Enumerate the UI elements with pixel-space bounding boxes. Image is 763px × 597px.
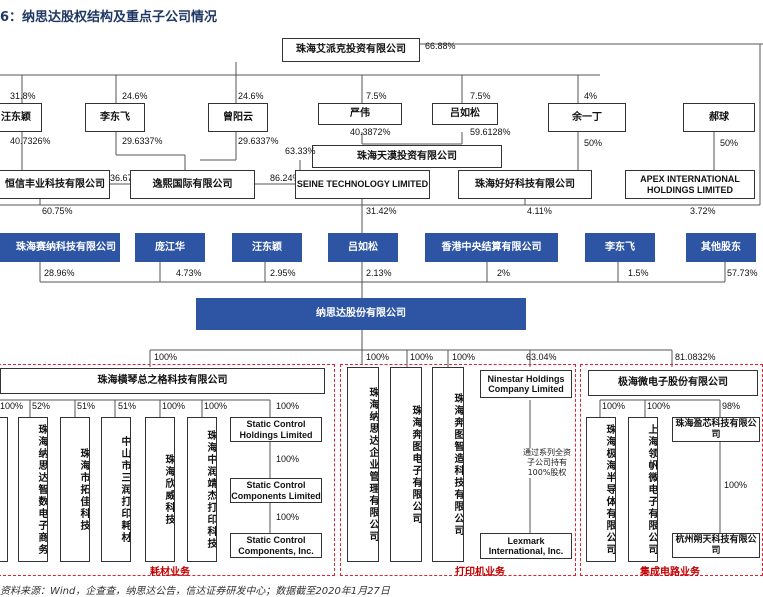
person-yu-pct-down: 50% bbox=[584, 138, 603, 148]
static-components-inc-box: Static Control Components, Inc. bbox=[230, 533, 322, 558]
hengqin-box: 珠海横琴总之格科技有限公司 bbox=[0, 368, 325, 394]
static-holdings-box: Static Control Holdings Limited bbox=[230, 417, 322, 442]
static-1-pct: 100% bbox=[276, 454, 300, 464]
bentu-pct: 100% bbox=[410, 352, 434, 362]
person-wang-box: 汪东颖 bbox=[0, 103, 42, 132]
person-yan-pct-up: 7.5% bbox=[366, 91, 387, 101]
source-note: 资料来源：Wind，企查查，纳思达公告，信达证券研发中心；数据截至2020年1月… bbox=[0, 586, 390, 597]
person-lv-pct-down: 59.6128% bbox=[470, 127, 511, 137]
person-yu-box: 余一丁 bbox=[548, 103, 626, 132]
shengxin-box: 珠海盈芯科技有限公司 bbox=[672, 417, 760, 442]
shareholder-pang: 庞江华 bbox=[135, 233, 205, 262]
person-wang-pct-down: 40.7326% bbox=[10, 136, 51, 146]
cons-child-4-pct: 100% bbox=[162, 401, 186, 411]
person-yu-pct-up: 4% bbox=[584, 91, 598, 101]
shareholder-li: 李东飞 bbox=[585, 233, 655, 262]
lingfan-pct: 100% bbox=[647, 401, 671, 411]
ninestar-note: 通过系列全资子公司持有100%股权 bbox=[522, 448, 572, 478]
lingfan-box: 上海领帆微电子有限公司 bbox=[628, 417, 658, 562]
figure-title: 6：纳思达股权结构及重点子公司情况 bbox=[0, 10, 218, 25]
person-zeng-pct-down: 29.6337% bbox=[238, 136, 279, 146]
cons-child-1-box: 珠海纳思达智数电子商务 bbox=[18, 417, 48, 562]
person-li-pct-down: 29.6337% bbox=[122, 136, 163, 146]
shareholder-lv-pct: 2.13% bbox=[366, 268, 392, 278]
yixi-box: 逸熙国际有限公司 bbox=[130, 170, 255, 199]
seine-pct: 31.42% bbox=[366, 206, 397, 216]
static-components-ltd-box: Static Control Components Limited bbox=[230, 478, 322, 503]
bentu-smart-box: 珠海奔图智造科技有限公司 bbox=[432, 367, 464, 562]
cons-child-5-pct: 100% bbox=[204, 401, 228, 411]
cons-child-3-pct: 51% bbox=[118, 401, 137, 411]
shareholder-hkscc-pct: 2% bbox=[497, 268, 511, 278]
enterprise-pct: 100% bbox=[366, 352, 390, 362]
hengxin-pct-down: 60.75% bbox=[42, 206, 73, 216]
apex-box: APEX INTERNATIONAL HOLDINGS LIMITED bbox=[625, 170, 755, 199]
shareholder-saina: 珠海赛纳科技有限公司 bbox=[0, 233, 120, 262]
person-li-pct-up: 24.6% bbox=[122, 91, 148, 101]
person-li-box: 李东飞 bbox=[85, 103, 145, 132]
bentu-smart-pct: 100% bbox=[452, 352, 476, 362]
hengqin-pct: 100% bbox=[154, 352, 178, 362]
shareholder-wang: 汪东颖 bbox=[232, 233, 302, 262]
shengxin-child-pct: 100% bbox=[724, 480, 748, 490]
cons-child-2-pct: 51% bbox=[77, 401, 96, 411]
cons-child-3-box: 中山市三润打印耗材 bbox=[101, 417, 131, 562]
cons-child-2-box: 珠海市拓佳科技 bbox=[60, 417, 90, 562]
apex-pct: 3.72% bbox=[690, 206, 716, 216]
jihai-pct: 81.0832% bbox=[675, 352, 716, 362]
person-wang-pct-up: 31.8% bbox=[10, 91, 36, 101]
shareholder-others: 其他股东 bbox=[686, 233, 756, 262]
yixi-pct: 86.24% bbox=[270, 173, 301, 183]
cons-child-4-box: 珠海欣威科技 bbox=[145, 417, 175, 562]
consumables-segment-label: 耗材业务 bbox=[150, 567, 190, 578]
shareholder-pang-pct: 4.73% bbox=[176, 268, 202, 278]
bentu-box: 珠海奔图电子有限公司 bbox=[390, 367, 422, 562]
tianqi-box: 珠海天漠投资有限公司 bbox=[312, 145, 502, 168]
hengxin-pct-right: 36.67% bbox=[110, 173, 141, 183]
tianqi-pct: 63.33% bbox=[285, 146, 316, 156]
person-hao-box: 郝球 bbox=[683, 103, 755, 132]
consumables-frame bbox=[0, 364, 335, 576]
person-zeng-pct-up: 24.6% bbox=[238, 91, 264, 101]
cons-child-0-pct: 100% bbox=[0, 401, 24, 411]
haohao-box: 珠海好好科技有限公司 bbox=[458, 170, 592, 199]
ic-segment-label: 集成电路业务 bbox=[640, 567, 700, 578]
ninestar-box: Ninestar Holdings Company Limited bbox=[480, 370, 572, 398]
shareholder-hkscc: 香港中央结算有限公司 bbox=[425, 233, 558, 262]
printer-frame bbox=[340, 364, 576, 576]
ninestar-pct: 63.04% bbox=[526, 352, 557, 362]
cons-child-5-box: 珠海中润靖杰打印科技 bbox=[187, 417, 217, 562]
haohao-pct: 4.11% bbox=[527, 206, 552, 216]
aipaike-box: 珠海艾派克投资有限公司 bbox=[282, 38, 420, 62]
shareholder-others-pct: 57.73% bbox=[727, 268, 758, 278]
static-0-pct: 100% bbox=[276, 401, 300, 411]
aipaike-pct: 66.88% bbox=[425, 41, 456, 51]
cons-child-0-box bbox=[0, 417, 8, 562]
printer-segment-label: 打印机业务 bbox=[455, 567, 505, 578]
person-lv-pct-up: 7.5% bbox=[470, 91, 491, 101]
company-box: 纳思达股份有限公司 bbox=[196, 298, 526, 330]
lexmark-box: Lexmark International, Inc. bbox=[480, 533, 572, 559]
enterprise-box: 珠海纳思达企业管理有限公司 bbox=[347, 367, 379, 562]
cons-child-1-pct: 52% bbox=[32, 401, 51, 411]
hangzhou-box: 杭州朔天科技有限公司 bbox=[672, 533, 760, 558]
hengxin-box: 恒信丰业科技有限公司 bbox=[0, 170, 110, 199]
person-yan-box: 严伟 bbox=[318, 103, 402, 125]
shareholder-wang-pct: 2.95% bbox=[270, 268, 296, 278]
shengxin-pct: 98% bbox=[722, 401, 741, 411]
shareholder-saina-pct: 28.96% bbox=[44, 268, 75, 278]
seine-box: SEINE TECHNOLOGY LIMITED bbox=[295, 170, 430, 199]
jihai-semi-box: 珠海极海半导体有限公司 bbox=[586, 417, 616, 562]
person-zeng-box: 曾阳云 bbox=[208, 103, 268, 132]
jihai-semi-pct: 100% bbox=[602, 401, 626, 411]
jihai-box: 极海微电子股份有限公司 bbox=[588, 370, 758, 396]
static-2-pct: 100% bbox=[276, 512, 300, 522]
person-hao-pct-down: 50% bbox=[720, 138, 739, 148]
person-lv-box: 吕如松 bbox=[432, 103, 498, 125]
person-yan-pct-down: 40.3872% bbox=[350, 127, 391, 137]
shareholder-lv: 吕如松 bbox=[328, 233, 398, 262]
shareholder-li-pct: 1.5% bbox=[628, 268, 649, 278]
